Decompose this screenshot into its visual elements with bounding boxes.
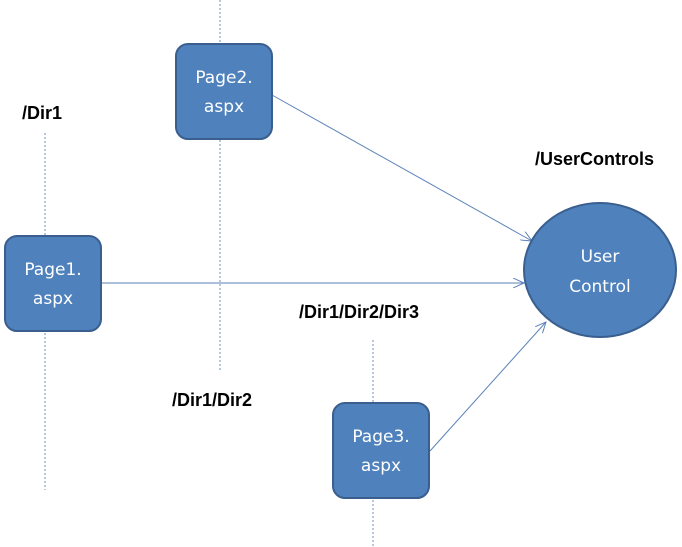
dir1-dir2-dir3-label: /Dir1/Dir2/Dir3	[299, 302, 419, 322]
page2-node-line1: Page2.	[195, 68, 252, 88]
page2-node-line2: aspx	[204, 97, 244, 117]
edge-page3-to-user-control	[429, 322, 546, 452]
user-control-node-line1: User	[581, 247, 620, 267]
edge-page2-to-user-control	[271, 94, 532, 241]
page1-node-line1: Page1.	[24, 260, 81, 280]
page1-node[interactable]: Page1. aspx	[4, 235, 102, 332]
dir1-dir2-label: /Dir1/Dir2	[172, 390, 252, 410]
user-controls-label: /UserControls	[535, 149, 654, 169]
page3-node-line2: aspx	[361, 456, 401, 476]
dir1-label: /Dir1	[22, 103, 62, 123]
page3-node[interactable]: Page3. aspx	[332, 402, 430, 499]
user-control-node[interactable]: User Control	[523, 202, 677, 338]
page2-node[interactable]: Page2. aspx	[175, 43, 273, 140]
page1-node-line2: aspx	[33, 289, 73, 309]
page3-node-line1: Page3.	[352, 427, 409, 447]
user-control-node-line2: Control	[569, 277, 630, 297]
